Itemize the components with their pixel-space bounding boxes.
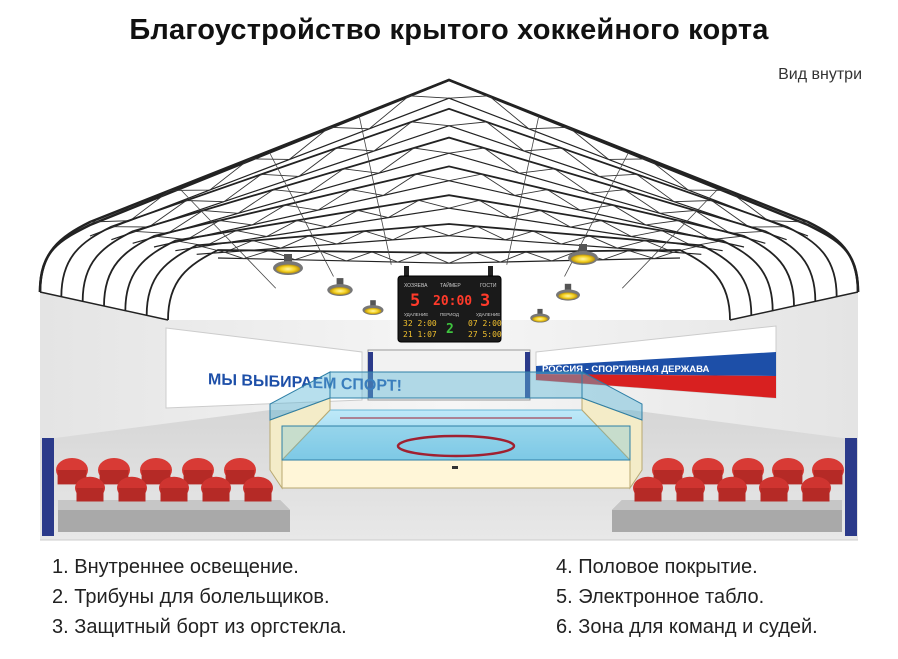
roof-purlin (506, 116, 540, 265)
truss-arch (124, 194, 774, 311)
truss-arch (81, 136, 817, 302)
stand-seat (159, 476, 189, 502)
rink-glass-right (581, 371, 643, 421)
stand-seat (243, 476, 273, 502)
stand-seat (633, 476, 663, 502)
truss-arch (103, 165, 795, 307)
left-banner: МЫ ВЫБИРАЕМ СПОРТ! (165, 327, 402, 409)
legend-item-scoreboard: 5. Электронное табло. (556, 586, 765, 608)
electronic-scoreboard: ХОЗЯЕВА ТАЙМЕР ГОСТИ 5 20:00 3 УДАЛЕНИЕ … (397, 266, 502, 343)
roof-outline (38, 78, 860, 293)
legend-right: 4. Половое покрытие. 5. Электронное табл… (556, 552, 818, 642)
svg-text:21 1:07: 21 1:07 (403, 330, 437, 339)
svg-text:ХОЗЯЕВА: ХОЗЯЕВА (404, 283, 428, 289)
truss-arch (145, 223, 753, 316)
stand-seat (75, 476, 105, 502)
ceiling-lamp (362, 300, 384, 315)
interior-lights (273, 244, 598, 323)
rink-boards-front (281, 459, 631, 489)
svg-text:07 2:00: 07 2:00 (468, 319, 502, 328)
roof-purlin (621, 188, 719, 289)
svg-text:32 2:00: 32 2:00 (403, 319, 437, 328)
stand-seat (652, 458, 684, 485)
svg-text:27 5:00: 27 5:00 (468, 330, 502, 339)
ceiling-lamp (273, 254, 303, 275)
truss-arch (38, 78, 860, 293)
legend-item-lighting: 1. Внутреннее освещение. (52, 556, 299, 578)
legend-item-stands: 2. Трибуны для болельщиков. (52, 586, 330, 608)
guest-score: 3 (480, 291, 490, 311)
truss-arch (167, 249, 731, 321)
roof-trusses (38, 78, 860, 321)
stand-seat (56, 458, 88, 485)
svg-text:УДАЛЕНИЕ: УДАЛЕНИЕ (404, 312, 428, 317)
stand-seat (801, 476, 831, 502)
svg-text:ПЕРИОД: ПЕРИОД (440, 312, 459, 317)
stand-seat (117, 476, 147, 502)
home-score: 5 (410, 291, 420, 311)
hockey-rink (269, 371, 643, 490)
rink-glass-front (281, 425, 631, 461)
right-wall-strip (845, 438, 857, 536)
stand-seat (717, 476, 747, 502)
right-banner-text: РОССИЯ - СПОРТИВНАЯ ДЕРЖАВА (542, 364, 710, 375)
legend-left: 1. Внутреннее освещение. 2. Трибуны для … (52, 552, 347, 642)
ceiling-lamp (568, 244, 598, 265)
roof-purlin (179, 188, 277, 289)
ceiling-lamp (327, 278, 353, 296)
stand-seat (675, 476, 705, 502)
rink-glass-back (329, 371, 583, 399)
svg-text:ГОСТИ: ГОСТИ (480, 283, 497, 289)
ceiling-lamp (530, 308, 550, 323)
timer: 20:00 (433, 294, 472, 309)
legend-item-floor: 4. Половое покрытие. (556, 556, 758, 578)
view-subtitle: Вид внутри (778, 66, 862, 83)
period: 2 (446, 322, 454, 337)
roof-purlin (269, 152, 334, 277)
svg-text:УДАЛЕНИЕ: УДАЛЕНИЕ (476, 312, 500, 317)
rink-glass-left (269, 371, 331, 421)
svg-text:ТАЙМЕР: ТАЙМЕР (440, 281, 461, 289)
roof-purlin (358, 116, 392, 265)
left-banner-text: МЫ ВЫБИРАЕМ СПОРТ! (208, 371, 402, 395)
legend-item-team-zone: 6. Зона для команд и судей. (556, 616, 818, 638)
legend-item-glass-boards: 3. Защитный борт из оргстекла. (52, 616, 347, 638)
ceiling-lamp (556, 283, 580, 301)
stand-seat (201, 476, 231, 502)
truss-arch (60, 107, 838, 297)
center-circle (396, 434, 516, 458)
left-wall-strip (42, 438, 54, 536)
stand-seat (812, 458, 844, 485)
stand-seat (759, 476, 789, 502)
page-title: Благоустройство крытого хоккейного корта (129, 14, 769, 46)
spectator-stands (56, 458, 844, 532)
